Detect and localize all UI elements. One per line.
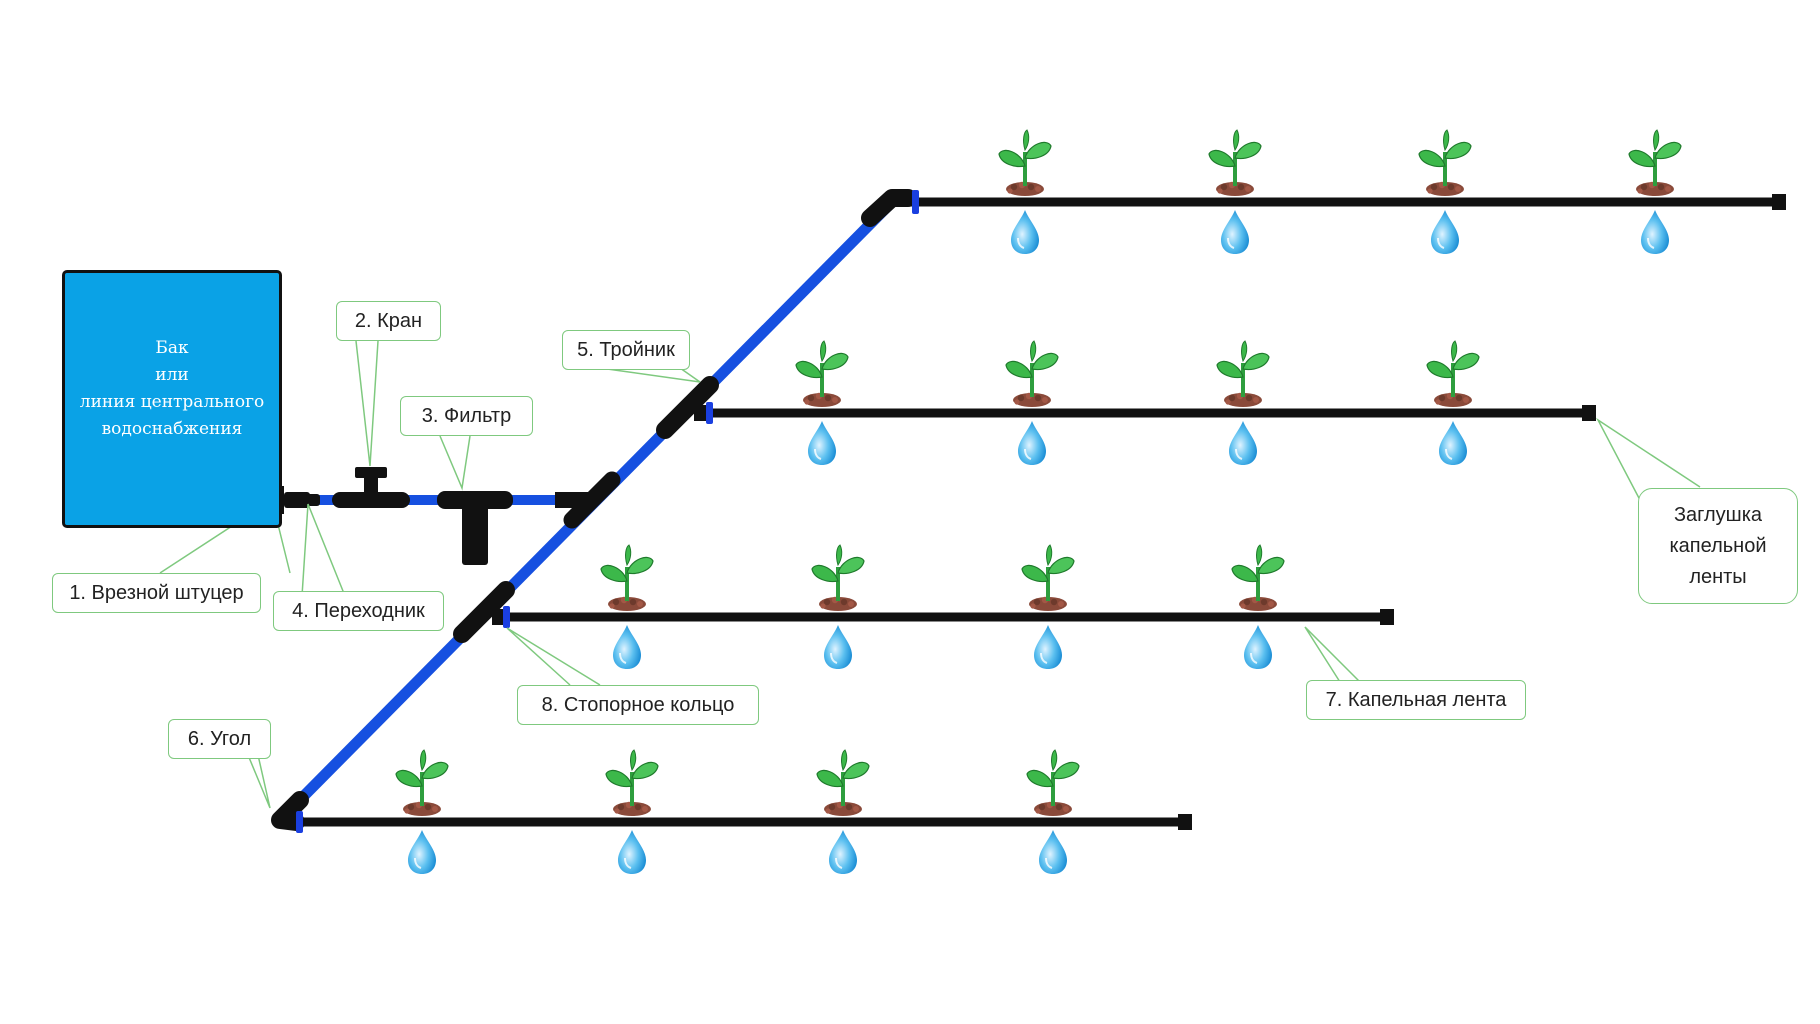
plant-icon bbox=[815, 748, 871, 818]
callout-filter: 3. Фильтр bbox=[400, 396, 533, 436]
plant-icon bbox=[1020, 543, 1076, 613]
water-drop-icon bbox=[407, 829, 437, 875]
water-drop-icon bbox=[1243, 624, 1273, 670]
tee-fitting-middle bbox=[453, 581, 515, 643]
tank-label-line-1: Бак bbox=[155, 338, 189, 358]
water-drop-icon bbox=[1438, 420, 1468, 466]
corner-fitting-top bbox=[861, 189, 919, 227]
water-drop-icon bbox=[828, 829, 858, 875]
leader-end-cap bbox=[1595, 417, 1701, 501]
callout-fitting: 1. Врезной штуцер bbox=[52, 573, 261, 613]
drip-tape-row-3 bbox=[495, 609, 1394, 625]
end-cap-1 bbox=[1772, 194, 1786, 210]
callout-tee: 5. Тройник bbox=[562, 330, 690, 370]
plant-icon bbox=[394, 748, 450, 818]
water-drop-icon bbox=[1010, 209, 1040, 255]
plant-icon bbox=[599, 543, 655, 613]
end-cap-2 bbox=[1582, 405, 1596, 421]
drops-row-2 bbox=[807, 420, 1468, 466]
end-cap-label-line-1: Заглушка bbox=[1673, 503, 1763, 526]
water-drop-icon bbox=[617, 829, 647, 875]
leader-tee bbox=[599, 367, 701, 383]
drip-tape-row-2 bbox=[700, 405, 1596, 421]
plants-row-1 bbox=[997, 128, 1683, 198]
water-drop-icon bbox=[1033, 624, 1063, 670]
callout-drip-tape: 7. Капельная лента bbox=[1306, 680, 1526, 720]
plants-row-3 bbox=[599, 543, 1286, 613]
tank-label-line-3: линия центрального bbox=[79, 392, 265, 412]
water-drop-icon bbox=[1640, 209, 1670, 255]
plant-icon bbox=[1025, 748, 1081, 818]
callout-adapter: 4. Переходник bbox=[273, 591, 444, 631]
plant-icon bbox=[1004, 339, 1060, 409]
leader-drip-tape bbox=[1304, 626, 1361, 683]
plant-icon bbox=[1627, 128, 1683, 198]
leader-corner bbox=[247, 754, 271, 809]
callout-corner: 6. Угол bbox=[168, 719, 271, 759]
end-cap-3 bbox=[1380, 609, 1394, 625]
end-cap-label-line-3: ленты bbox=[1689, 565, 1747, 588]
water-drop-icon bbox=[823, 624, 853, 670]
plant-icon bbox=[997, 128, 1053, 198]
leader-lock-ring bbox=[506, 627, 601, 686]
water-tank: Бак или линия центрального водоснабжения bbox=[62, 270, 282, 528]
callout-valve: 2. Кран bbox=[336, 301, 441, 341]
plant-icon bbox=[1207, 128, 1263, 198]
water-drop-icon bbox=[807, 420, 837, 466]
plant-icon bbox=[1425, 339, 1481, 409]
valve bbox=[332, 467, 410, 508]
leader-valve bbox=[355, 340, 379, 467]
callout-end-cap: Заглушка капельной ленты bbox=[1638, 488, 1798, 604]
end-cap-label-line-2: капельной bbox=[1669, 534, 1767, 557]
plant-icon bbox=[1230, 543, 1286, 613]
leader-adapter bbox=[301, 503, 346, 597]
water-drop-icon bbox=[1220, 209, 1250, 255]
water-drop-icon bbox=[1430, 209, 1460, 255]
plant-icon bbox=[810, 543, 866, 613]
tank-label-line-2: или bbox=[155, 365, 189, 385]
leader-filter bbox=[439, 435, 471, 491]
water-drop-icon bbox=[1038, 829, 1068, 875]
drip-tape-row-4 bbox=[290, 814, 1192, 830]
tee-fitting-main bbox=[555, 471, 621, 529]
drops-row-1 bbox=[1010, 209, 1670, 255]
tee-fitting-upper bbox=[656, 376, 719, 439]
drip-tape-row-1 bbox=[905, 194, 1786, 210]
water-drop-icon bbox=[1228, 420, 1258, 466]
plants-row-4 bbox=[394, 748, 1081, 818]
drops-row-3 bbox=[612, 624, 1273, 670]
end-cap-4 bbox=[1178, 814, 1192, 830]
water-drop-icon bbox=[612, 624, 642, 670]
corner-fitting-bottom bbox=[271, 791, 309, 833]
tank-label-line-4: водоснабжения bbox=[101, 419, 243, 439]
plant-icon bbox=[1215, 339, 1271, 409]
plant-icon bbox=[794, 339, 850, 409]
drops-row-4 bbox=[407, 829, 1068, 875]
plants-row-2 bbox=[794, 339, 1481, 409]
callout-lock-ring: 8. Стопорное кольцо bbox=[517, 685, 759, 725]
plant-icon bbox=[1417, 128, 1473, 198]
plant-icon bbox=[604, 748, 660, 818]
water-drop-icon bbox=[1017, 420, 1047, 466]
filter bbox=[437, 491, 513, 565]
